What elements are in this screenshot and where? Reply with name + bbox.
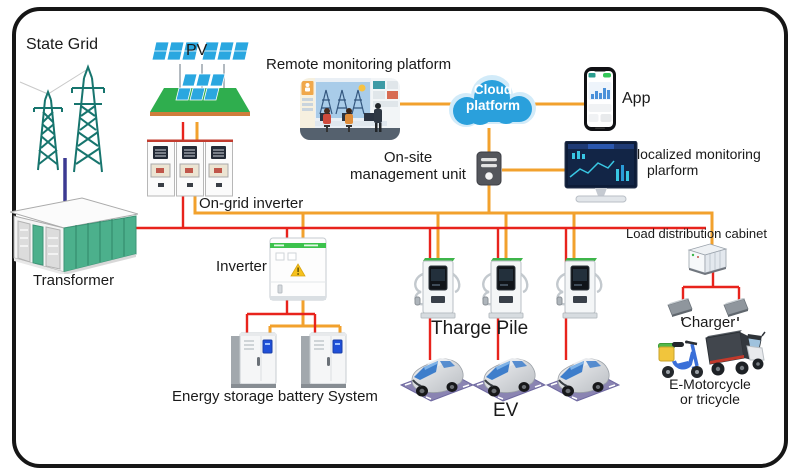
pv-solar-array-icon bbox=[150, 38, 250, 124]
cloud-label-line2: platform bbox=[466, 98, 520, 113]
onsite-label-line2: management unit bbox=[350, 165, 466, 183]
charger-label: Charger bbox=[681, 314, 736, 331]
ev-car-icon bbox=[400, 344, 474, 404]
mobile-app-icon bbox=[583, 66, 617, 132]
state-grid-label: State Grid bbox=[26, 36, 99, 53]
inverter-cabinet-icon bbox=[264, 236, 332, 302]
emotorcycle-label: E-Motorcycle or tricycle bbox=[654, 377, 766, 407]
ongrid-inverter-cabinets-icon bbox=[147, 138, 235, 198]
inverter-label: Inverter bbox=[216, 258, 267, 275]
emoto-label-line1: E-Motorcycle bbox=[669, 376, 751, 392]
ev-label: EV bbox=[493, 400, 519, 421]
orange-comm-lines bbox=[193, 102, 714, 337]
cloud-label-line1: Cloud bbox=[473, 82, 513, 97]
load-distribution-cabinet-icon bbox=[686, 242, 728, 276]
cloud-platform-icon bbox=[440, 70, 546, 134]
localized-label-line1: localized monitoring bbox=[637, 146, 761, 162]
onsite-management-label: On-site management unit bbox=[343, 149, 473, 184]
pv-label: PV bbox=[186, 42, 208, 59]
ev-car-icon bbox=[546, 344, 620, 404]
load-cabinet-label: Load distribution cabinet bbox=[626, 226, 767, 241]
charge-pile-icon bbox=[556, 258, 604, 320]
management-unit-server-icon bbox=[476, 151, 504, 187]
ongrid-inverter-label: On-grid inverter bbox=[199, 195, 304, 212]
e-motorcycle-icon bbox=[656, 330, 706, 380]
emoto-label-line2: or tricycle bbox=[680, 391, 740, 407]
charger-box-icon bbox=[666, 298, 698, 322]
transformer-substation-icon bbox=[10, 194, 138, 274]
control-room-illustration-icon bbox=[300, 78, 400, 140]
transmission-towers-icon bbox=[18, 52, 118, 174]
battery-system-label: Energy storage battery System bbox=[172, 388, 378, 405]
charge-pile-label: Tharge Pile bbox=[431, 318, 529, 339]
remote-platform-label: Remote monitoring platform bbox=[266, 56, 452, 73]
app-label: App bbox=[622, 90, 651, 107]
localized-monitoring-label: localized monitoring plarform bbox=[637, 146, 761, 178]
onsite-label-line1: On-site bbox=[383, 149, 433, 166]
transformer-label: Transformer bbox=[33, 272, 115, 289]
battery-cabinet-icon bbox=[230, 331, 278, 389]
cloud-platform-label: Cloud platform bbox=[440, 82, 546, 114]
battery-cabinet-icon bbox=[300, 331, 348, 389]
charge-pile-icon bbox=[414, 258, 462, 320]
charge-pile-icon bbox=[482, 258, 530, 320]
monitoring-desktop-icon bbox=[564, 141, 638, 205]
charger-box-icon bbox=[722, 298, 754, 322]
ev-car-icon bbox=[472, 344, 546, 404]
tricycle-icon bbox=[704, 326, 770, 378]
localized-label-line2: plarform bbox=[647, 161, 699, 178]
